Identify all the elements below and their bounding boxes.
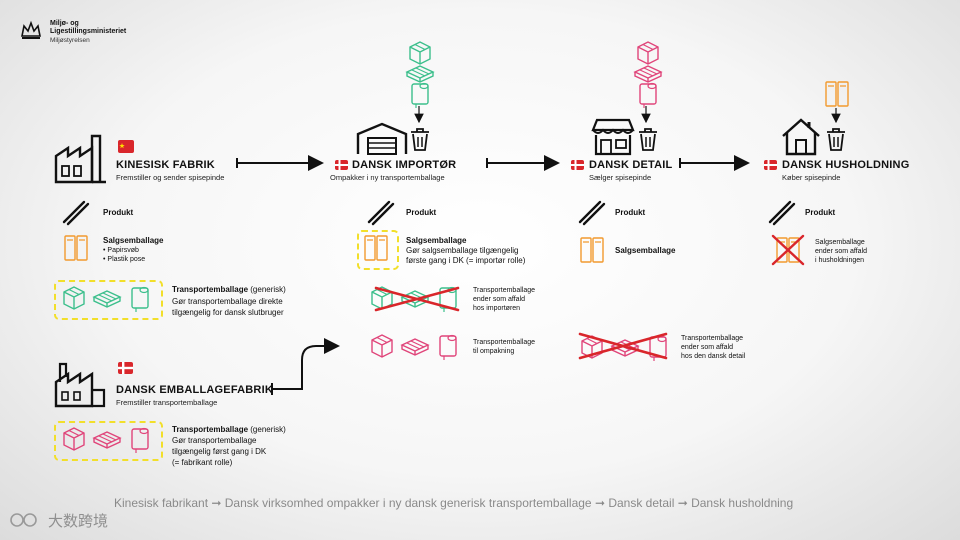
importor-sales-line2: første gang i DK (= importør rolle) (406, 256, 526, 265)
bin-icon-detail (638, 128, 658, 151)
kinesisk-sales-line1: • Papirsvøb (103, 247, 139, 254)
stretch-roll-icon-importor-repack (439, 334, 457, 361)
sales-packaging-icon-hus-top (825, 81, 849, 107)
importor-sales-line1: Gør salgsemballage tilgængelig (406, 246, 519, 255)
sales-packaging-icon-importor (364, 235, 388, 261)
stretch-roll-icon-detail-top (639, 82, 657, 109)
emballage-transport-line1: Gør transportemballage (172, 436, 257, 445)
emballage-subtitle: Fremstiller transportemballage (116, 398, 218, 407)
dk-flag-icon-hus (764, 160, 777, 170)
kinesisk-transport-group (54, 280, 163, 320)
hus-waste-line2: ender som affald (815, 248, 868, 255)
importor-waste-line3: hos importøren (473, 305, 521, 312)
watermark-logo-icon (10, 513, 37, 527)
importor-sales-group (357, 230, 399, 270)
box-icon-detail-top (637, 41, 659, 65)
importor-produkt-label: Produkt (406, 208, 437, 217)
detail-produkt-label: Produkt (615, 208, 646, 217)
importor-sales-label: Salgsemballage (406, 236, 467, 245)
factory-icon (54, 134, 106, 184)
packaging-factory-icon (54, 362, 106, 408)
stretch-roll-icon-emballage (131, 427, 149, 454)
kinesisk-transport-line2: tilgængelig for dansk slutbruger (172, 308, 284, 317)
hus-waste-line1: Salgsemballage (815, 239, 865, 246)
chopsticks-icon (62, 200, 90, 226)
kinesisk-sales-line2: • Plastik pose (103, 256, 146, 263)
logo-line2: Ligestillingsministeriet (50, 28, 127, 35)
emballage-transport-line3: (= fabrikant rolle) (172, 458, 233, 467)
sales-packaging-icon-detail (580, 237, 604, 263)
kinesisk-produkt-label: Produkt (103, 208, 134, 217)
kinesisk-transport-title: Transportemballage (172, 285, 249, 294)
box-icon-emballage (63, 427, 85, 451)
chopsticks-icon-hus (768, 200, 796, 226)
emballage-title: DANSK EMBALLAGEFABRIK (116, 384, 273, 396)
dk-flag-icon-detail (571, 160, 584, 170)
shop-icon (591, 118, 635, 156)
watermark-text: 大数跨境 (48, 513, 109, 530)
pallet-icon-emballage (93, 431, 121, 449)
kinesisk-sales-label: Salgsemballage (103, 236, 164, 245)
chopsticks-icon-detail (578, 200, 606, 226)
dk-flag-icon-emballage (118, 362, 133, 374)
husholdning-title: DANSK HUSHOLDNING (782, 159, 910, 171)
hus-waste-line3: i husholdningen (815, 257, 865, 264)
crown-icon (21, 20, 41, 39)
emballage-transport-label: Transportemballage (generisk) (172, 425, 286, 435)
importor-title: DANSK IMPORTØR (352, 159, 457, 171)
box-icon-importor-top (409, 41, 431, 65)
pallet-icon-importor-repack (401, 338, 429, 356)
detail-waste-line1: Transportemballage (681, 335, 743, 342)
cross-out-icon-importor (374, 286, 460, 312)
box-icon-importor-repack (371, 334, 393, 358)
detail-waste-line3: hos den dansk detail (681, 353, 746, 360)
chopsticks-icon-importor (367, 200, 395, 226)
husholdning-subtitle: Køber spisepinde (782, 173, 841, 182)
warehouse-icon (356, 122, 408, 155)
importor-waste-line2: ender som affald (473, 296, 526, 303)
emballage-transport-group (54, 421, 163, 461)
kinesisk-title: KINESISK FABRIK (116, 159, 215, 171)
cross-out-icon-hus (771, 234, 805, 266)
sales-packaging-icon (64, 235, 88, 261)
bin-icon-importor (410, 128, 430, 151)
stretch-roll-icon (131, 286, 149, 313)
kinesisk-transport-label: Transportemballage (generisk) (172, 285, 286, 295)
logo-line1: Miljø- og (50, 20, 79, 27)
detail-waste-line2: ender som affald (681, 344, 734, 351)
kinesisk-transport-generisk: (generisk) (248, 285, 286, 294)
importor-repack-line1: Transportemballage (473, 339, 535, 346)
emballage-transport-title: Transportemballage (172, 425, 249, 434)
importor-subtitle: Ompakker i ny transportemballage (330, 173, 445, 182)
detail-sales-label: Salgsemballage (615, 246, 676, 255)
detail-subtitle: Sælger spisepinde (589, 173, 652, 182)
hus-produkt-label: Produkt (805, 208, 836, 217)
house-icon (782, 118, 820, 156)
kinesisk-subtitle: Fremstiller og sender spisepinde (116, 173, 225, 182)
emballage-transport-generisk: (generisk) (248, 425, 286, 434)
dk-flag-icon-importor (335, 160, 348, 170)
bin-icon-hus (826, 128, 846, 151)
footer-caption: Kinesisk fabrikant ➞ Dansk virksomhed om… (114, 496, 794, 510)
pallet-icon (93, 290, 121, 308)
stretch-roll-icon-importor-top (411, 82, 429, 109)
logo-line3: Miljøstyrelsen (50, 37, 90, 44)
importor-repack-line2: til ompakning (473, 348, 515, 355)
box-icon (63, 286, 85, 310)
cross-out-icon-detail (578, 332, 668, 360)
detail-title: DANSK DETAIL (589, 159, 673, 171)
importor-waste-line1: Transportemballage (473, 287, 535, 294)
kinesisk-transport-line1: Gør transportemballage direkte (172, 297, 283, 306)
china-flag-icon (118, 140, 134, 153)
emballage-transport-line2: tilgængelig først gang i DK (172, 447, 267, 456)
